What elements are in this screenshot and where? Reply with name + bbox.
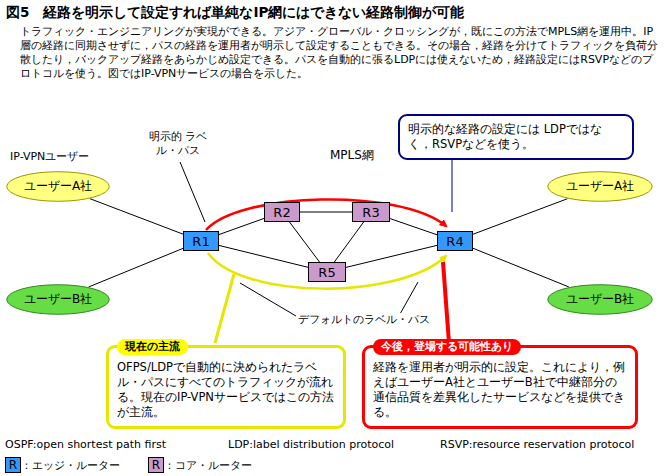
leader-line: [215, 274, 234, 343]
router-name: R3: [362, 205, 379, 220]
legend-text: ：コア・ルーター: [164, 458, 252, 473]
user-name: ユーザーB社: [24, 291, 92, 308]
figure-caption: トラフィック・エンジニアリングが実現ができる。アジア・グローバル・クロッシングが…: [20, 25, 660, 81]
leader-line: [443, 262, 449, 343]
callout-heading: 現在の主流: [117, 339, 188, 355]
link-line: [334, 222, 363, 262]
legend-row: R：エッジ・ルーター: [5, 456, 120, 474]
callout-box: 今後，登場する可能性あり経路を運用者が明示的に設定。これにより，例えばユーザーA…: [362, 345, 638, 429]
link-line: [346, 245, 437, 267]
user-ellipse: ユーザーA社: [547, 171, 653, 202]
router-name: R5: [318, 265, 335, 280]
label: デフォルトのラベル・パス: [296, 313, 432, 327]
core-router: R3: [352, 202, 390, 222]
callout-body: OFPS/LDPで自動的に決められたラベル・パスにすべてのトラフィックが流れる。…: [117, 360, 335, 420]
legend-swatch: R: [148, 457, 164, 473]
label: LDP:label distribution protocol: [228, 438, 394, 452]
leader-line: [240, 283, 296, 316]
link-line: [90, 199, 183, 234]
link-line: [390, 219, 437, 235]
edge-router: R1: [183, 231, 219, 251]
label: R: [150, 458, 162, 472]
leader-line: [180, 162, 205, 222]
figure-title: 図5 経路を明示して設定すれば単純なIP網にはできない経路制御が可能: [6, 4, 464, 22]
legend-row: R：コア・ルーター: [148, 456, 252, 474]
edge-router: R4: [437, 231, 473, 251]
link-line: [290, 222, 320, 262]
router-name: R4: [446, 234, 463, 249]
network-name: MPLS網: [330, 147, 374, 164]
user-ellipse: ユーザーA社: [6, 171, 110, 202]
callout-body: 経路を運用者が明示的に設定。これにより，例えばユーザーA社とユーザーB社で中継部…: [373, 360, 627, 420]
user-name: ユーザーB社: [566, 291, 634, 308]
mpls-cloud: MPLS網R2R3R5: [180, 168, 470, 314]
label: RSVP:resource reservation protocol: [440, 438, 634, 452]
router-name: R2: [273, 205, 290, 220]
label: IP-VPNユーザー: [10, 150, 89, 164]
callout-heading: 今後，登場する可能性あり: [373, 339, 521, 355]
link-line: [473, 248, 569, 287]
core-router: R5: [308, 262, 346, 282]
callout-box: 現在の主流OFPS/LDPで自動的に決められたラベル・パスにすべてのトラフィック…: [106, 345, 346, 429]
leader-line: [400, 282, 418, 314]
default-path-arc: [208, 253, 446, 289]
user-ellipse: ユーザーB社: [547, 284, 653, 315]
user-name: ユーザーA社: [24, 178, 92, 195]
link-line: [89, 248, 183, 287]
user-name: ユーザーA社: [566, 178, 634, 195]
router-name: R1: [192, 234, 209, 249]
cloud-shape: [180, 168, 470, 314]
callout-body: 明示的な経路の設定には LDPではなく，RSVPなどを使う。: [408, 122, 624, 152]
link-line: [219, 218, 264, 234]
label: 明示的 ラベル・パス: [140, 130, 216, 158]
link-line: [473, 199, 567, 235]
label: OSPF:open shortest path first: [5, 438, 166, 452]
callout-box: 明示的な経路の設定には LDPではなく，RSVPなどを使う。: [398, 114, 634, 160]
legend-swatch: R: [5, 457, 21, 473]
core-router: R2: [264, 202, 300, 222]
user-ellipse: ユーザーB社: [6, 284, 110, 315]
link-line: [300, 212, 352, 213]
explicit-path-arc: [206, 199, 446, 230]
legend-text: ：エッジ・ルーター: [21, 458, 120, 473]
label: R: [7, 458, 19, 472]
link-line: [219, 245, 308, 267]
